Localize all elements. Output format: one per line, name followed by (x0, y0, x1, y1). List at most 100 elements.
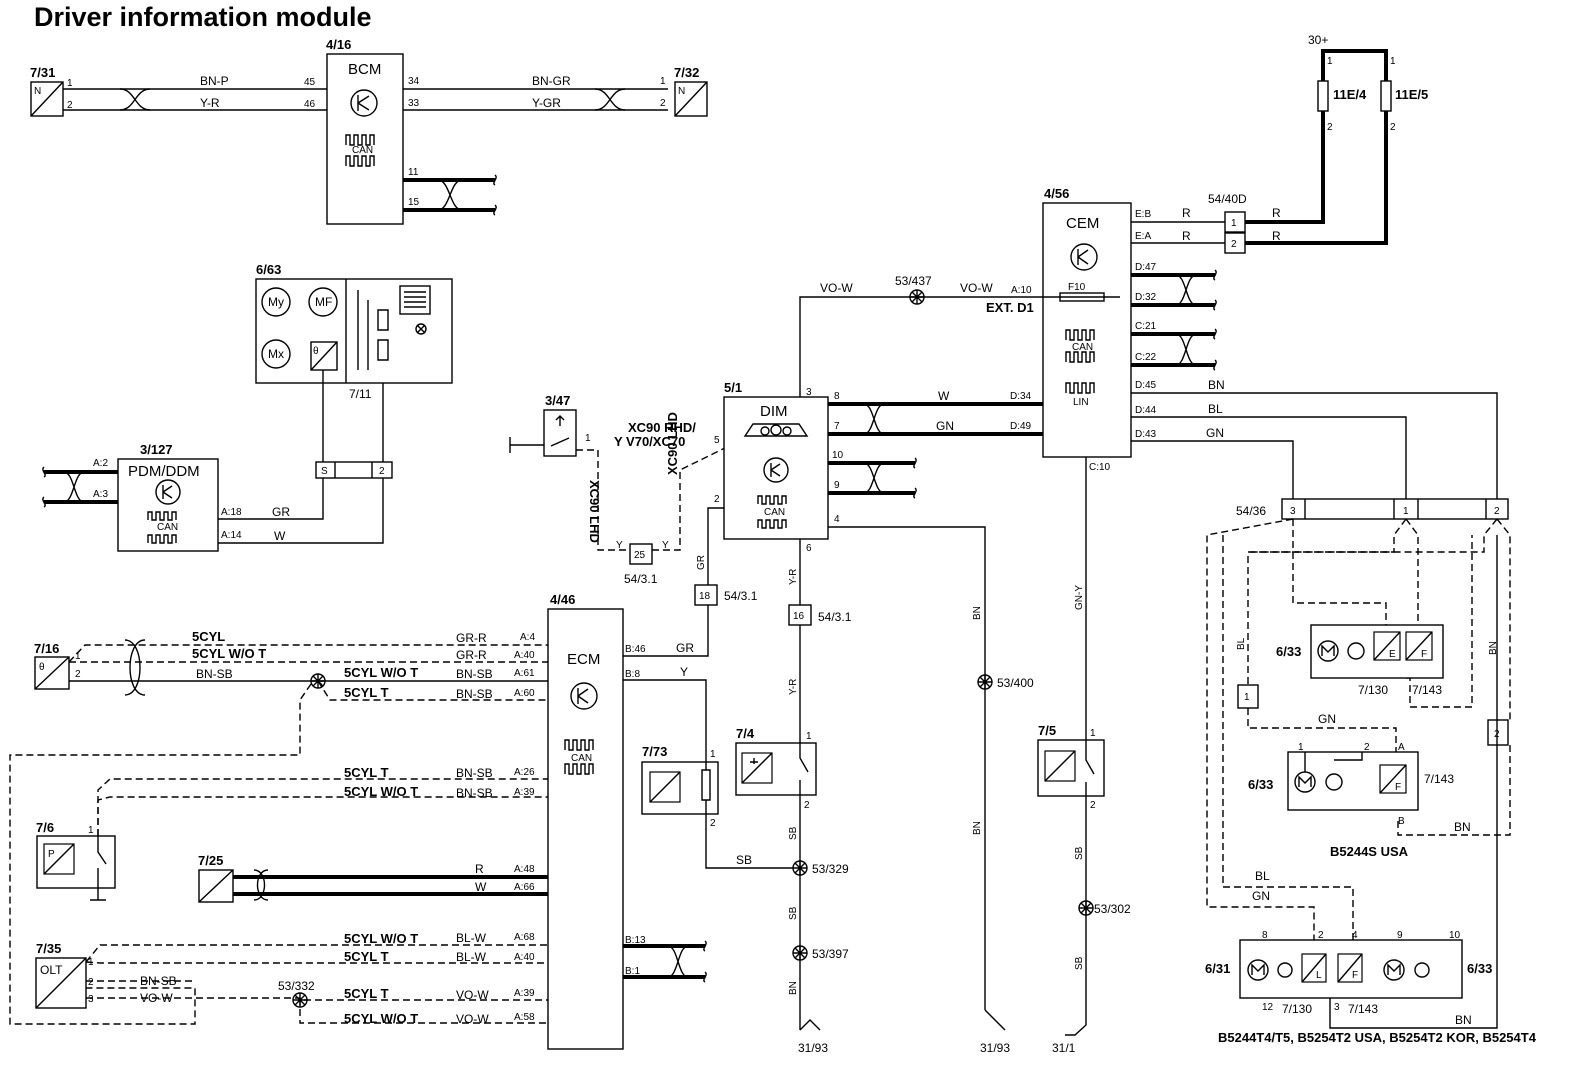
wire-color: W (938, 389, 950, 403)
bcm-id: 4/16 (326, 37, 351, 52)
pin: 2 (1318, 930, 1324, 941)
pin: E:B (1135, 209, 1151, 220)
pin: 10 (1449, 930, 1461, 941)
pin: 5 (714, 435, 720, 446)
pin: B:46 (625, 644, 646, 655)
component-label: 7/143 (1348, 1002, 1378, 1016)
ext-label: EXT. D1 (986, 300, 1034, 315)
component-label: 7/130 (1282, 1002, 1312, 1016)
component-label: 7/143 (1424, 772, 1454, 786)
wire-color: BN-SB (196, 667, 233, 681)
connector-54-36 (1281, 498, 1509, 520)
power-label: 30+ (1308, 33, 1328, 47)
dim-id: 5/1 (724, 380, 742, 395)
pin: B:8 (625, 669, 640, 680)
wire-color: BN (972, 821, 983, 835)
pin: B (1398, 816, 1405, 827)
component-label: 7/130 (1358, 683, 1388, 697)
bcm-module (326, 53, 404, 225)
pin: C:22 (1135, 352, 1157, 363)
pin: B:13 (625, 935, 646, 946)
pin: 2 (710, 818, 716, 829)
pin: D:47 (1135, 262, 1157, 273)
wire-color: GR-R (456, 648, 487, 662)
wire-color: SB (788, 826, 799, 840)
pin: 2 (1364, 742, 1370, 753)
ground-label: 31/1 (1052, 1041, 1076, 1055)
wire-color: SB (736, 853, 752, 867)
pin: 2 (804, 800, 810, 811)
twisted-pair-icon (124, 639, 146, 696)
wire-color: BL-W (456, 950, 487, 964)
twisted-pair-icon (119, 88, 151, 111)
pin: 18 (699, 591, 711, 602)
pin: 2 (660, 98, 666, 109)
pin: 1 (67, 78, 73, 89)
variant-label: 5CYL W/O T (344, 931, 418, 946)
ground-label: 31/93 (980, 1041, 1010, 1055)
pin: A:40 (514, 650, 535, 661)
wire-color: Y-R (200, 96, 220, 110)
splice-label: 53/397 (812, 947, 849, 961)
wire-color: BL (1236, 637, 1247, 650)
wire-color: SB (1074, 846, 1085, 860)
pin: 33 (408, 98, 420, 109)
pin: 1 (806, 731, 812, 742)
pin: A:26 (514, 767, 535, 778)
pin: A:60 (514, 688, 535, 699)
wire-color: GN (1318, 712, 1336, 726)
wire-color: GN (1252, 889, 1270, 903)
variant-label: 5CYL T (344, 949, 389, 964)
pin: C:21 (1135, 321, 1157, 332)
pin: 4 (1352, 930, 1358, 941)
variant-label: 5CYL W/O T (344, 784, 418, 799)
pin: A:3 (93, 489, 108, 500)
wire-color: VO-W (456, 988, 489, 1002)
pin: 34 (408, 76, 420, 87)
comp-7-11-label: 7/11 (349, 387, 372, 401)
comp-3-47-label: 3/47 (545, 393, 570, 408)
pin: 10 (832, 450, 844, 461)
pin: A:2 (93, 458, 108, 469)
wire-color: BN (1455, 1013, 1472, 1027)
sensor-label: P (48, 849, 55, 860)
comp-6-31-label: 6/31 (1205, 961, 1230, 976)
pin: 1 (75, 651, 81, 662)
pin: 16 (793, 611, 805, 622)
pin: 1 (1403, 506, 1409, 517)
wire-color: BN-SB (456, 687, 493, 701)
variant-label: 5CYL T (344, 986, 389, 1001)
pin: D:34 (1010, 391, 1032, 402)
variant-label: XC90 LHD (587, 480, 602, 543)
ground-icon (799, 1019, 821, 1031)
wire-color: W (274, 529, 286, 543)
splice-label: 53/400 (997, 676, 1034, 690)
pin: A:14 (221, 530, 242, 541)
comp-7-32-label: 7/32 (674, 65, 699, 80)
comp-6-33-label: 6/33 (1276, 644, 1301, 659)
sensor-label: OLT (40, 963, 63, 977)
pin: S (321, 466, 328, 477)
pin: 45 (304, 77, 316, 88)
wire-color: SB (788, 906, 799, 920)
pin: 2 (1494, 506, 1500, 517)
variant-label: 5CYL W/O T (192, 646, 266, 661)
pin: 8 (834, 391, 840, 402)
pin: 1 (1390, 56, 1396, 67)
page-title: Driver information module (34, 2, 372, 32)
comp-7-25-label: 7/25 (198, 853, 223, 868)
pin: C:10 (1089, 462, 1111, 473)
splice-label: 53/332 (278, 979, 315, 993)
splice-label: 53/329 (812, 862, 849, 876)
wire-color: Y-GR (532, 96, 561, 110)
pin: 9 (834, 480, 840, 491)
comp-6-33-label: 6/33 (1467, 961, 1492, 976)
pin: 1 (1327, 56, 1333, 67)
pin: 2 (67, 100, 73, 111)
wire-color: GR (696, 555, 707, 570)
wire-color: Y (662, 540, 669, 551)
can-label: CAN (1072, 342, 1093, 353)
comp-7-6-label: 7/6 (36, 820, 54, 835)
pin: 1 (1090, 728, 1096, 739)
